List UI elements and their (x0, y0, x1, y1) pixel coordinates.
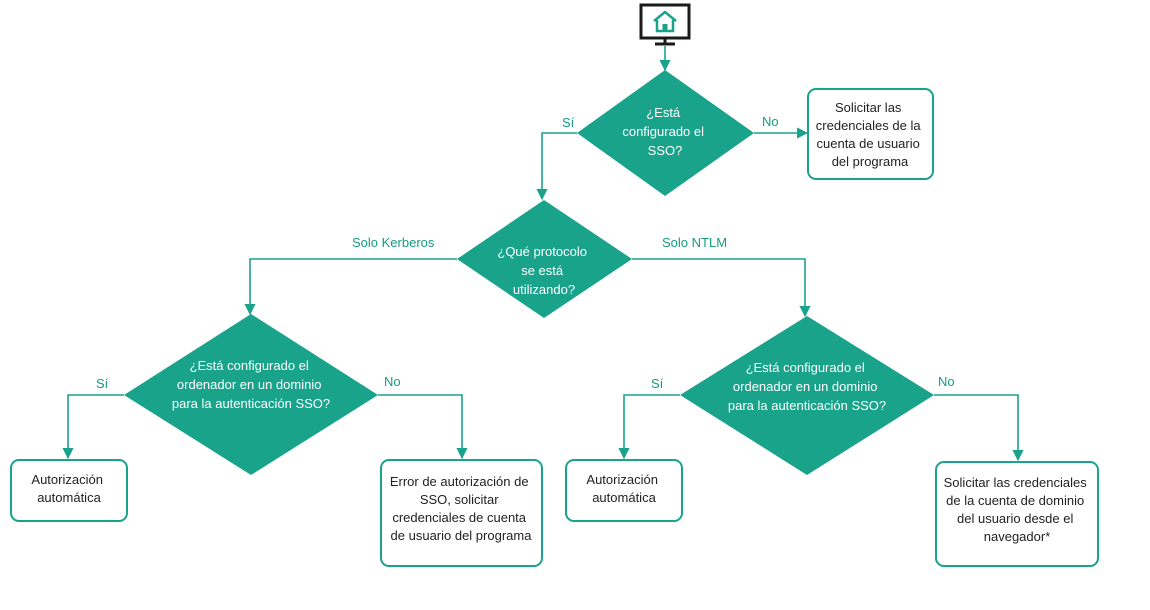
label-kerberos-no: No (384, 374, 401, 389)
decision-sso-configured: ¿Está configurado el SSO? (577, 70, 754, 196)
label-kerberos: Solo Kerberos (352, 235, 435, 250)
box-kerberos-auto-authorization: Autorización automática (10, 459, 128, 522)
decision-kerberos-domain: ¿Está configurado el ordenador en un dom… (124, 314, 378, 475)
svg-text:Solicitar las credencial: Solicitar las credenciales de la cuenta … (816, 100, 924, 169)
label-ntlm-yes: Sí (651, 376, 664, 391)
box-ntlm-auto-authorization: Autorización automática (565, 459, 683, 522)
connector-protocol-kerberos (244, 258, 457, 316)
label-kerberos-yes: Sí (96, 376, 109, 391)
svg-text:¿Está configurado el ord: ¿Está configurado el ordenador en un dom… (172, 358, 330, 411)
box-ntlm-browser-credentials: Solicitar las credenciales de la cuenta … (935, 461, 1099, 567)
connector-protocol-ntlm (632, 258, 811, 318)
connector-kerberos-no (378, 394, 468, 460)
box-kerberos-error: Error de autorización de SSO, solicitar … (380, 459, 543, 567)
svg-text:¿Está configurado el: ¿Está configurado el SSO? (622, 105, 707, 158)
label-ntlm-no: No (938, 374, 955, 389)
label-sso-no: No (762, 114, 779, 129)
svg-text:Autorización automática: Autorización automática (586, 472, 661, 505)
label-ntlm: Solo NTLM (662, 235, 727, 250)
svg-text:¿Está configurado el ord: ¿Está configurado el ordenador en un dom… (728, 360, 886, 413)
svg-text:¿Qué protocolo se está: ¿Qué protocolo se está utilizando? (497, 244, 590, 297)
label-sso-yes: Sí (562, 115, 575, 130)
home-monitor-icon (639, 3, 691, 46)
connector-kerberos-yes (62, 394, 124, 460)
edge-labels: Sí No Solo Kerberos Solo NTLM Sí No Sí N… (96, 114, 955, 391)
connector-ntlm-no (934, 394, 1024, 462)
connector-ntlm-yes (618, 394, 680, 460)
decision-protocol: ¿Qué protocolo se está utilizando? (457, 200, 632, 318)
svg-text:Error de autorización de: Error de autorización de SSO, solicitar … (390, 474, 532, 543)
box-app-credentials: Solicitar las credenciales de la cuenta … (807, 88, 934, 180)
connectors (62, 46, 1024, 462)
svg-text:Autorización automática: Autorización automática (31, 472, 106, 505)
decision-ntlm-domain: ¿Está configurado el ordenador en un dom… (680, 316, 934, 475)
svg-text:Solicitar las credenciales: Solicitar las credenciales de la cuenta … (944, 475, 1091, 544)
connector-sso-yes (536, 132, 577, 201)
